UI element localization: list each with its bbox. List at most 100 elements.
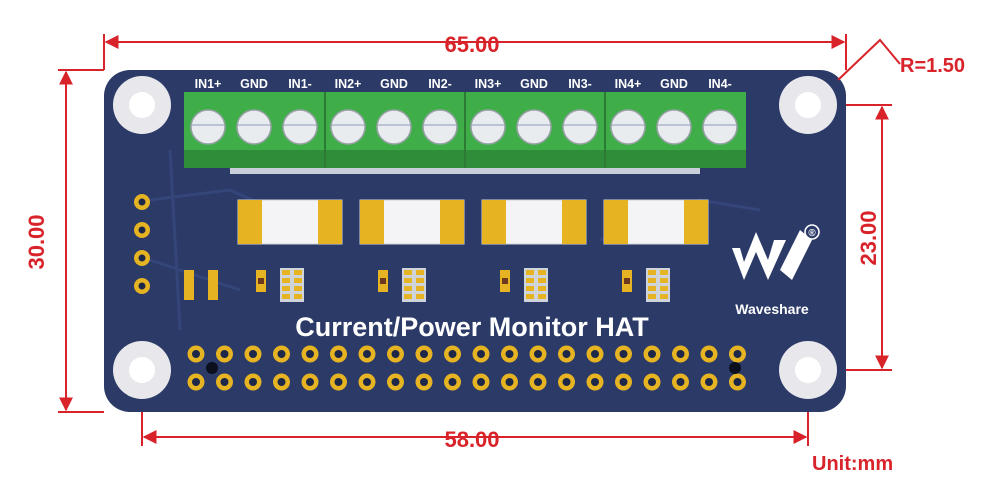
- smd-capacitor-body: [258, 278, 264, 284]
- pin-label: IN3-: [568, 77, 592, 91]
- ic-pin: [660, 278, 668, 283]
- gpio-pad-hole: [306, 350, 314, 358]
- dimension-lines: [58, 34, 901, 446]
- gpio-pad-hole: [249, 350, 257, 358]
- ic-pin: [416, 270, 424, 275]
- brand-name: Waveshare: [735, 301, 809, 317]
- smd-capacitor-body: [624, 278, 630, 284]
- gpio-pad-hole: [391, 350, 400, 358]
- side-pad-hole: [138, 254, 146, 262]
- gpio-pad-hole: [448, 378, 457, 386]
- gpio-pad-hole: [676, 378, 685, 386]
- terminal-screw-9: [562, 109, 598, 145]
- ic-pin: [538, 270, 546, 275]
- terminal-screw-3: [282, 109, 318, 145]
- pin-label: IN3+: [475, 77, 502, 91]
- ic-pin: [282, 294, 290, 299]
- shunt-pad-right: [684, 200, 708, 244]
- terminal-screw-10: [610, 109, 646, 145]
- pin-label: GND: [520, 77, 548, 91]
- ic-pin: [282, 286, 290, 291]
- dimension-bottom-width: 58.00: [444, 427, 499, 452]
- ic-pin: [416, 294, 424, 299]
- gpio-pad-hole: [277, 350, 286, 358]
- gpio-pad-hole: [334, 378, 343, 386]
- small-components: [184, 268, 670, 302]
- pin-label: GND: [660, 77, 688, 91]
- ic-pin: [416, 278, 424, 283]
- gpio-pad-hole: [505, 350, 514, 358]
- gpio-pad-hole: [505, 378, 514, 386]
- gpio-pad-hole: [477, 378, 485, 386]
- side-pad-hole: [138, 282, 146, 290]
- board-title: Current/Power Monitor HAT: [295, 312, 649, 342]
- gpio-pad-hole: [591, 378, 599, 386]
- terminal-blocks: [184, 92, 746, 174]
- ic-pin: [282, 270, 290, 275]
- terminal-screw-4: [330, 109, 366, 145]
- smd-capacitor-body: [502, 278, 508, 284]
- shunt-pad-left: [604, 200, 628, 244]
- gpio-pad-hole: [733, 350, 742, 358]
- gpio-pad-hole: [334, 350, 343, 358]
- pin-label: IN2-: [428, 77, 452, 91]
- ic-pin: [404, 270, 412, 275]
- waveshare-logo-icon: [732, 224, 820, 280]
- gpio-pad-hole: [277, 378, 286, 386]
- ic-pin: [294, 270, 302, 275]
- gpio-pad-hole: [534, 378, 542, 386]
- side-header-pads: [134, 194, 150, 294]
- gpio-pad-hole: [705, 378, 713, 386]
- ic-pin: [660, 270, 668, 275]
- terminal-screw-7: [470, 109, 506, 145]
- terminal-screw-6: [422, 109, 458, 145]
- mounting-hole-top-right: [779, 76, 837, 134]
- ic-pin: [294, 294, 302, 299]
- gpio-pad-hole: [363, 350, 371, 358]
- terminal-screw-12: [702, 109, 738, 145]
- ic-pin: [648, 270, 656, 275]
- ic-pin: [660, 286, 668, 291]
- ic-pin: [538, 294, 546, 299]
- gpio-pad-hole: [306, 378, 314, 386]
- dimension-unit: Unit:mm: [812, 453, 893, 475]
- gpio-alignment-hole: [729, 362, 741, 374]
- pin-label: IN4-: [708, 77, 732, 91]
- terminal-screw-2: [236, 109, 272, 145]
- smd-capacitor-body: [380, 278, 386, 284]
- gpio-pad-hole: [220, 350, 229, 358]
- gpio-pad-hole: [534, 350, 542, 358]
- gpio-pad-hole: [391, 378, 400, 386]
- ic-pin: [526, 294, 534, 299]
- side-pad-hole: [138, 198, 146, 206]
- gpio-pad-hole: [249, 378, 257, 386]
- gpio-pad-hole: [420, 350, 428, 358]
- gpio-pad-hole: [705, 350, 713, 358]
- side-pad-hole: [138, 226, 146, 234]
- ic-pin: [526, 270, 534, 275]
- dimension-corner-radius: R=1.50: [900, 55, 965, 77]
- shunt-resistors: [237, 199, 709, 245]
- ic-pin: [404, 286, 412, 291]
- gpio-pad-hole: [192, 378, 200, 386]
- ic-pin: [282, 278, 290, 283]
- ic-pin: [660, 294, 668, 299]
- shunt-pad-left: [360, 200, 384, 244]
- gpio-pad-hole: [562, 378, 571, 386]
- pin-label: GND: [380, 77, 408, 91]
- gpio-pad-hole: [363, 378, 371, 386]
- mounting-hole-top-left: [113, 76, 171, 134]
- pin-label: IN1-: [288, 77, 312, 91]
- gpio-pad-hole: [676, 350, 685, 358]
- gpio-pad-hole: [648, 350, 656, 358]
- gpio-header: [187, 345, 746, 391]
- gpio-pad-hole: [619, 350, 628, 358]
- mounting-hole-bottom-left: [113, 341, 171, 399]
- gpio-pad-hole: [733, 378, 742, 386]
- dimension-right-height: 23.00: [856, 210, 881, 265]
- pin-label: IN2+: [335, 77, 362, 91]
- shunt-pad-left: [238, 200, 262, 244]
- ic-pin: [648, 286, 656, 291]
